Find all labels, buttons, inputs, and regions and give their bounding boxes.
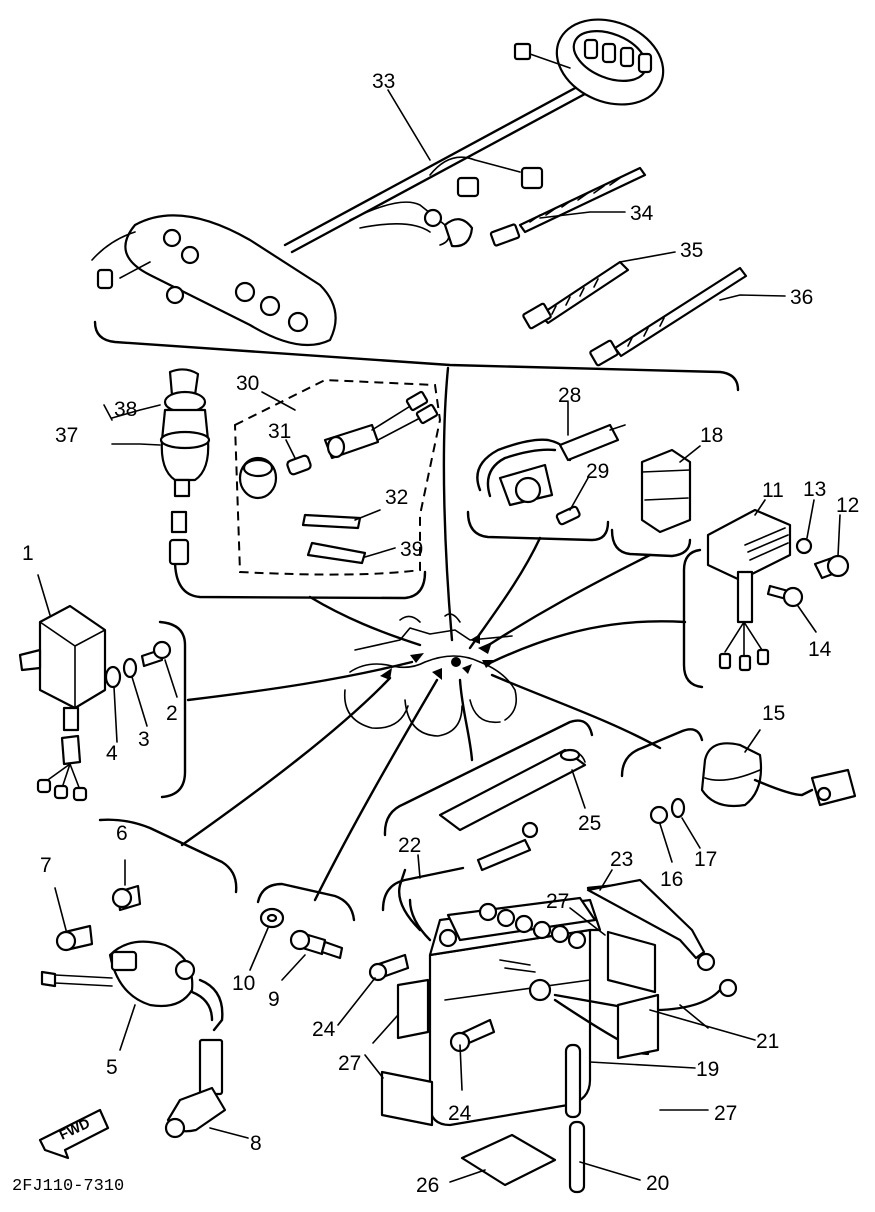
callout-26: 26 [416, 1174, 439, 1197]
wire-harness-assembly [91, 18, 665, 347]
callout-3: 3 [138, 728, 150, 751]
bracket-fuel-sender [466, 510, 610, 542]
bracket-rectifier [682, 548, 704, 689]
callout-22: 22 [398, 834, 421, 857]
callout-5: 5 [106, 1056, 118, 1079]
main-switch [159, 368, 211, 566]
bracket-harness [93, 320, 740, 392]
connector-line-fuel [468, 536, 542, 650]
callout-8: 8 [250, 1132, 262, 1155]
callout-7: 7 [40, 854, 52, 877]
callout-35: 35 [680, 239, 703, 262]
callout-23: 23 [610, 848, 633, 871]
callout-34: 34 [630, 202, 654, 225]
callout-9: 9 [268, 988, 280, 1011]
leader-lines [37, 89, 841, 1183]
callout-19: 19 [696, 1058, 719, 1081]
connector-line-plug [313, 678, 439, 902]
starter-relay [640, 448, 692, 534]
connector-line-starter [490, 673, 662, 750]
callout-10: 10 [232, 972, 255, 995]
bracket-cdi [158, 620, 187, 799]
callout-39: 39 [400, 538, 423, 561]
callout-27-top: 27 [546, 890, 569, 913]
callout-numbers: 33 34 35 36 30 38 37 31 32 39 28 29 18 1… [22, 70, 859, 1197]
callout-24-left: 24 [312, 1018, 336, 1041]
ignition-coil [40, 884, 227, 1139]
callout-38: 38 [114, 398, 137, 421]
starter-motor-relay [649, 742, 857, 825]
connector-line-band [458, 678, 474, 762]
bracket-band [383, 719, 594, 837]
connector-line-cdi [186, 660, 414, 702]
callout-14: 14 [808, 638, 832, 661]
callout-17: 17 [694, 848, 717, 871]
callout-27-left: 27 [338, 1052, 361, 1075]
cable-band-35 [522, 260, 630, 330]
drawing-code: 2FJ110-7310 [12, 1177, 124, 1196]
callout-15: 15 [762, 702, 785, 725]
battery-band [438, 748, 587, 832]
callout-32: 32 [385, 486, 408, 509]
bracket-relay [610, 528, 692, 558]
connector-line-switch [308, 595, 422, 647]
callout-16: 16 [660, 868, 683, 891]
callout-1: 1 [22, 542, 34, 565]
callout-30: 30 [236, 372, 259, 395]
fuse-label-32 [301, 513, 362, 530]
callout-18: 18 [700, 424, 723, 447]
bolt-washer [259, 907, 344, 960]
callout-21: 21 [756, 1030, 779, 1053]
cdi-unit [18, 604, 172, 802]
connector-line-rectifier [490, 620, 687, 664]
callout-6: 6 [116, 822, 128, 845]
callout-4: 4 [106, 742, 118, 765]
callout-27-right: 27 [714, 1102, 737, 1125]
fuse-holder [238, 390, 439, 500]
connector-line-relay [482, 553, 652, 650]
callout-2: 2 [166, 702, 178, 725]
callout-12: 12 [836, 494, 859, 517]
callout-24-bottom: 24 [448, 1102, 472, 1125]
callout-29: 29 [586, 460, 609, 483]
callout-25: 25 [578, 812, 601, 835]
cable-band-34 [489, 166, 647, 247]
connector-line-coil [180, 676, 392, 847]
callout-20: 20 [646, 1172, 669, 1195]
rectifier-regulator [706, 508, 850, 672]
callout-13: 13 [803, 478, 826, 501]
frame-hub [343, 613, 518, 737]
bracket-plug [256, 882, 356, 922]
callout-11: 11 [762, 479, 784, 502]
callout-36: 36 [790, 286, 813, 309]
bracket-starter [620, 728, 704, 778]
callout-33: 33 [372, 70, 395, 93]
forward-direction-arrow: FWD [38, 1108, 110, 1160]
cable-band-36 [589, 266, 748, 367]
bracket-switch [173, 558, 427, 600]
bracket-coil [98, 818, 238, 894]
fuel-level-sender [476, 423, 626, 526]
battery-assembly [368, 821, 738, 1194]
callout-31: 31 [268, 420, 291, 443]
callout-37: 37 [55, 424, 78, 447]
fuse-label-39 [306, 541, 367, 565]
bracket-battery [381, 866, 465, 912]
connector-line-harness [442, 366, 454, 642]
callout-28: 28 [558, 384, 581, 407]
